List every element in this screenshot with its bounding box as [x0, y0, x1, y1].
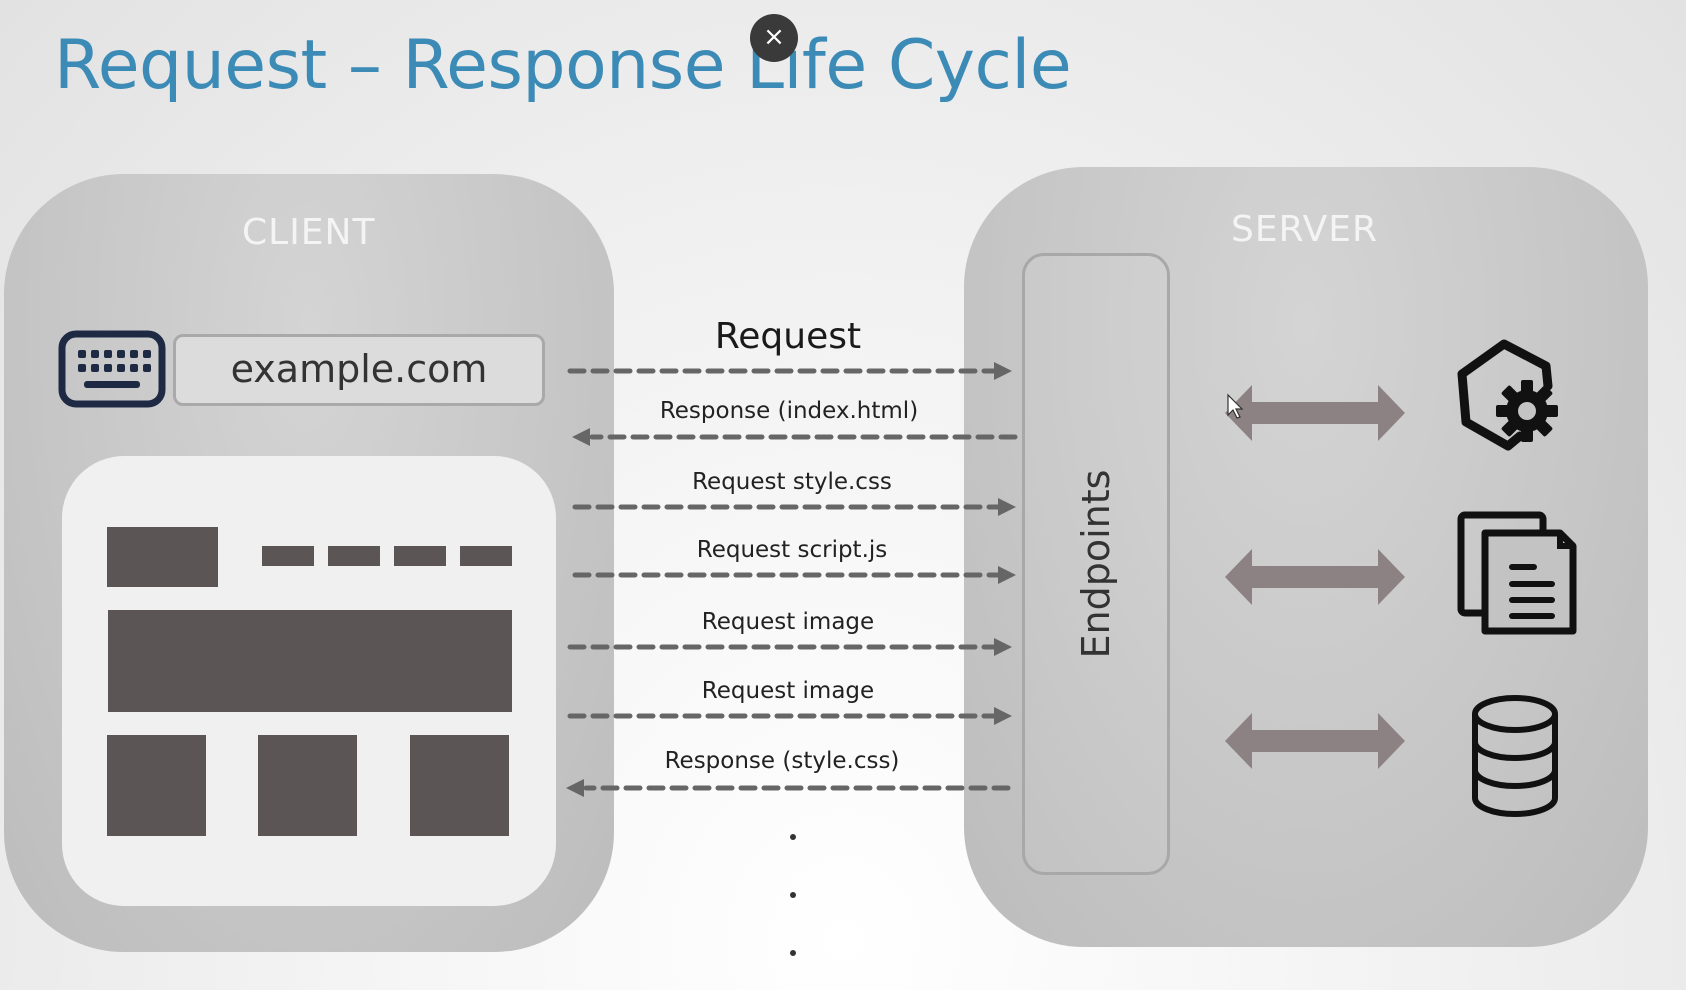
close-button[interactable]: ×	[750, 14, 798, 62]
ellipsis-dot	[790, 950, 796, 956]
url-input[interactable]: example.com	[173, 334, 545, 406]
wireframe-hero-block	[108, 610, 512, 712]
flow-label-request-image: Request image	[701, 678, 875, 704]
flow-label-response-style: Response (style.css)	[664, 748, 900, 774]
ellipsis-dot	[790, 892, 796, 898]
server-label: SERVER	[1231, 209, 1379, 250]
flow-label-request-style: Request style.css	[692, 469, 892, 495]
flow-label-request-script: Request script.js	[696, 537, 888, 563]
wireframe-card	[107, 735, 206, 836]
wireframe-nav-item	[460, 546, 512, 566]
database-icon	[1450, 690, 1580, 820]
wireframe-logo-block	[107, 527, 218, 587]
page-title: Request – Response Life Cycle	[54, 26, 1072, 105]
wireframe-card	[410, 735, 509, 836]
wireframe-nav-item	[394, 546, 446, 566]
client-label: CLIENT	[242, 212, 376, 253]
wireframe-card	[258, 735, 357, 836]
wireframe-nav-item	[328, 546, 380, 566]
endpoints-label: Endpoints	[1074, 469, 1118, 659]
ellipsis-dot	[790, 834, 796, 840]
endpoints-box	[1022, 253, 1170, 875]
wireframe-nav-item	[262, 546, 314, 566]
flow-label-request-image: Request image	[701, 609, 875, 635]
flow-label-request: Request	[714, 316, 862, 357]
documents-icon	[1452, 509, 1582, 639]
keyboard-icon	[58, 330, 166, 408]
flow-label-response-index: Response (index.html)	[659, 398, 919, 424]
app-settings-icon	[1442, 328, 1572, 458]
